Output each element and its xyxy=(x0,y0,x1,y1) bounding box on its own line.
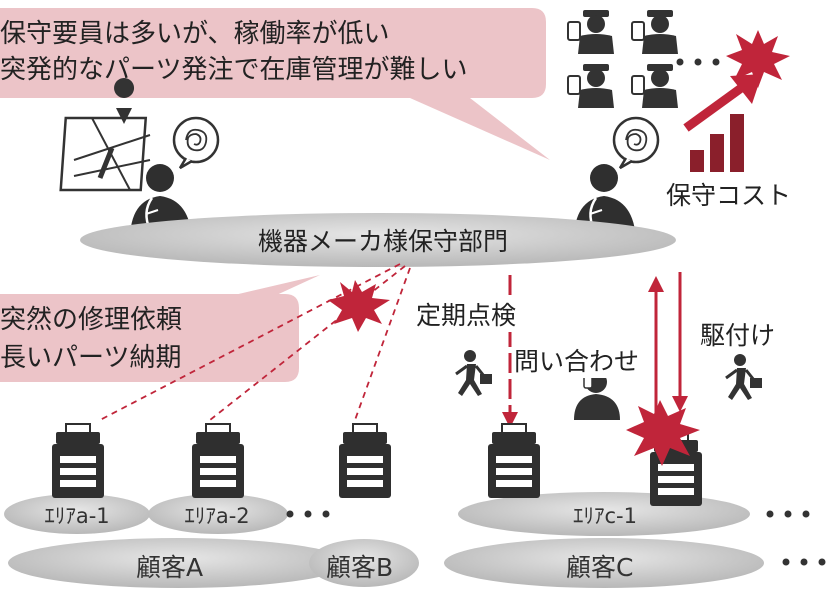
printer-icon-c1 xyxy=(487,423,541,499)
customer-a-label: 顧客A xyxy=(136,553,204,582)
top-dots xyxy=(676,58,720,66)
customer-dots xyxy=(782,558,826,566)
top-bubble-line1: 保守要員は多いが、稼働率が低い xyxy=(0,19,390,49)
top-speech-bubble xyxy=(0,8,550,160)
explosion-icon-top xyxy=(726,30,790,88)
thought-bubble-icon-left xyxy=(172,116,220,170)
department-platform xyxy=(80,213,676,267)
printer-icon-a2 xyxy=(191,423,245,499)
printer-icon-a1 xyxy=(51,423,105,499)
area-a2-disk xyxy=(148,494,288,534)
dispatch-label: 駆付け xyxy=(700,321,776,350)
customer-b-label: 顧客B xyxy=(326,553,394,582)
thought-bubble-icon-right xyxy=(612,116,660,170)
left-speech-bubble xyxy=(0,275,320,382)
customer-b-disk xyxy=(309,539,419,587)
area-dots-a xyxy=(286,510,330,518)
phone-caller-icon xyxy=(574,371,620,420)
cost-label: 保守コスト xyxy=(666,181,792,210)
area-c1-label: ｴﾘｱc-1 xyxy=(573,504,637,528)
dispatch-down-arrow xyxy=(672,272,688,412)
dashed-request-lines xyxy=(99,263,411,421)
runner-icon-periodic xyxy=(454,348,494,398)
cost-increase-chart-icon xyxy=(683,74,762,172)
area-a1-disk xyxy=(4,494,150,534)
left-bubble-line2: 長いパーツ納期 xyxy=(0,343,182,373)
customer-a-disk xyxy=(8,538,348,588)
customer-c-disk xyxy=(444,538,764,588)
area-a2-label: ｴﾘｱa-2 xyxy=(184,504,250,528)
top-bubble-line2: 突発的なパーツ発注で在庫管理が難しい xyxy=(0,55,468,85)
periodic-inspection-label: 定期点検 xyxy=(416,296,517,332)
map-icon xyxy=(59,78,151,192)
left-bubble-line1: 突然の修理依頼 xyxy=(0,305,183,335)
inquiry-label: 問い合わせ xyxy=(514,342,640,378)
explosion-icon-printer xyxy=(626,400,700,466)
runner-icon-dispatch xyxy=(724,352,764,402)
inquiry-up-arrow xyxy=(648,276,664,420)
area-a1-label: ｴﾘｱa-1 xyxy=(44,504,110,528)
maintenance-staff-group-icon xyxy=(567,9,679,109)
department-label: 機器メーカ様保守部門 xyxy=(258,227,509,256)
customer-c-label: 顧客C xyxy=(566,553,634,582)
periodic-inspection-arrow xyxy=(502,275,518,428)
printer-icon-b xyxy=(338,423,392,499)
area-dots-c xyxy=(766,510,810,518)
explosion-icon-center xyxy=(328,280,390,332)
